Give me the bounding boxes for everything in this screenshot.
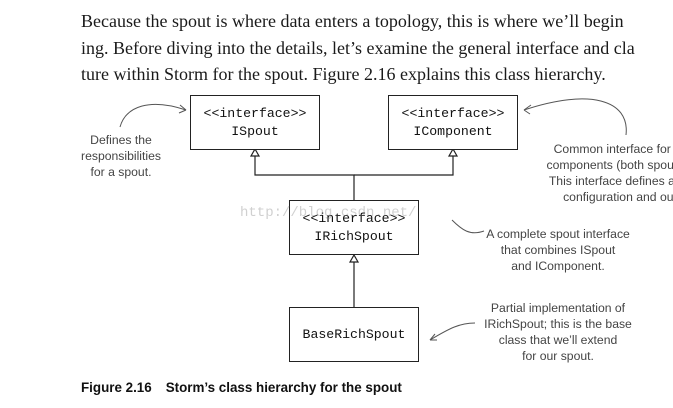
caption-text: Storm’s class hierarchy for the spout	[165, 380, 402, 395]
class-name: ISpout	[231, 124, 279, 139]
note-icomponent: Common interface for all components (bot…	[520, 141, 673, 205]
note-line: Partial implementation of	[490, 301, 626, 315]
class-box-ispout: <<interface>> ISpout	[190, 95, 320, 150]
note-line: class that we’ll extend	[498, 333, 618, 347]
class-name: IRichSpout	[314, 229, 394, 244]
note-line: IRichSpout; this is the base	[484, 317, 632, 331]
note-line: for a spout.	[90, 165, 152, 179]
class-name: BaseRichSpout	[302, 327, 406, 342]
body-line: ing. Before diving into the details, let…	[81, 37, 635, 58]
body-line: Because the spout is where data enters a…	[81, 11, 624, 31]
inheritance-connector-baserichspout	[348, 253, 360, 307]
inheritance-connector-irichspout	[249, 147, 459, 200]
note-line: Defines the	[90, 133, 152, 147]
note-line: Common interface for all	[553, 142, 673, 156]
caption-label: Figure 2.16	[81, 380, 152, 395]
note-line: and IComponent.	[511, 259, 605, 273]
callout-arrow-icomponent	[523, 104, 532, 115]
note-line: that combines ISpout	[500, 243, 616, 257]
class-box-irichspout: <<interface>> IRichSpout	[289, 200, 419, 255]
note-baserichspout: Partial implementation of IRichSpout; th…	[470, 300, 646, 364]
note-line: for our spout.	[522, 349, 594, 363]
figure-caption: Figure 2.16 Storm’s class hierarchy for t…	[81, 380, 402, 395]
note-line: configuration and out	[563, 190, 673, 204]
note-line: components (both spouts a	[546, 158, 673, 172]
class-stereotype: <<interface>>	[401, 106, 505, 121]
body-line: ture within Storm for the spout. Figure …	[81, 64, 606, 84]
callout-curve-baserichspout	[429, 322, 476, 341]
note-irichspout: A complete spout interface that combines…	[470, 226, 646, 274]
callout-arrow-ispout	[178, 104, 187, 114]
class-box-baserichspout: BaseRichSpout	[289, 307, 419, 362]
note-ispout: Defines the responsibilities for a spout…	[74, 132, 168, 180]
callout-curve-icomponent	[523, 98, 627, 136]
class-stereotype: <<interface>>	[203, 106, 307, 121]
note-line: A complete spout interface	[486, 227, 630, 241]
note-line: This interface defines a co	[548, 174, 673, 188]
note-line: responsibilities	[81, 149, 161, 163]
class-box-icomponent: <<interface>> IComponent	[388, 95, 518, 150]
callout-curve-ispout	[119, 103, 187, 128]
watermark: http://blog.csdn.net/	[240, 205, 417, 221]
callout-arrow-baserichspout	[429, 333, 437, 341]
class-name: IComponent	[413, 124, 493, 139]
body-paragraph: Because the spout is where data enters a…	[81, 8, 673, 88]
class-stereotype: <<interface>>	[302, 211, 406, 226]
callout-curve-irichspout	[451, 219, 485, 234]
